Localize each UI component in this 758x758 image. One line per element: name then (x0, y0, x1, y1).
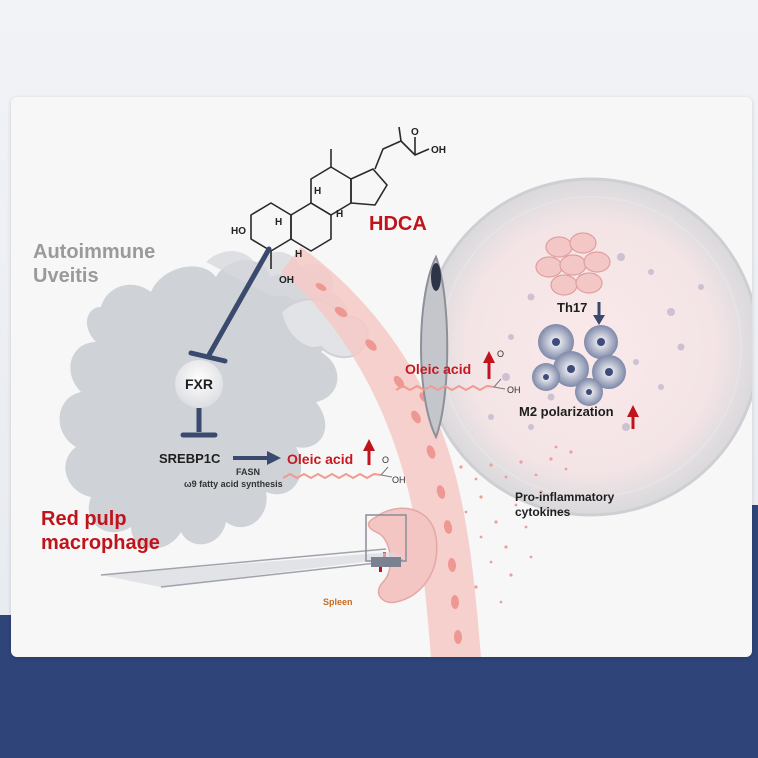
pro-inflammatory-line-1: Pro-inflammatory (515, 490, 615, 504)
zoom-callout (101, 552, 403, 587)
hdca-fxr-inhibition-line (206, 246, 272, 358)
th17-label: Th17 (557, 300, 588, 315)
autoimmune-line-2: Uveitis (33, 265, 99, 287)
red-pulp-macrophage-label: Red pulp macrophage (41, 507, 160, 555)
hdca-label: HDCA (369, 213, 427, 235)
eye-acid-oh: OH (507, 385, 521, 395)
th17-cell-cluster (535, 232, 611, 296)
hdca-hydroxyl-oh-low: OH (279, 275, 294, 286)
hdca-hydrogen-4: H (295, 249, 302, 260)
cytokine-dots (459, 445, 573, 604)
macrophage-oleic-up-arrowhead (363, 439, 375, 451)
red-pulp-line-1: Red pulp (41, 508, 127, 530)
srebp-oleic-arrowhead (267, 451, 281, 465)
zoom-line-bottom (160, 559, 404, 588)
oleic-acid-eye-label: Oleic acid (405, 361, 472, 377)
diagram-canvas: HO OH OH O H H H H (59, 126, 752, 657)
hdca-hydroxyl-oh-acid: OH (431, 145, 446, 156)
eye-lens (420, 254, 449, 440)
eye-acid-bonds (493, 378, 506, 390)
macrophage-acid-bonds (380, 466, 393, 478)
red-pulp-line-2: macrophage (41, 532, 160, 554)
srebp1c-label: SREBP1C (159, 451, 221, 466)
th17-arrowhead (593, 315, 605, 325)
oleic-chain-eye (395, 384, 495, 392)
vessel-cells (315, 283, 463, 644)
hdca-molecule (250, 126, 430, 269)
hdca-fxr-inhibition-bar (188, 350, 228, 364)
autoimmune-line-1: Autoimmune (33, 241, 156, 263)
hdca-hydroxyl-ho: HO (231, 226, 246, 237)
fxr-node (175, 360, 223, 408)
fasn-label: FASN (236, 467, 261, 477)
hdca-hydrogen-1: H (275, 217, 282, 228)
eye-oleic-up-arrowhead (483, 351, 495, 363)
oleic-chain-macrophage (282, 472, 382, 480)
m2-polarization-label: M2 polarization (519, 404, 614, 419)
fatty-acid-synthesis-label: ω9 fatty acid synthesis (184, 479, 283, 489)
m2-up-arrowhead (627, 405, 639, 417)
hdca-oxygen: O (411, 127, 419, 138)
figure-card: HO OH OH O H H H H (11, 97, 752, 657)
autoimmune-uveitis-label: Autoimmune Uveitis (33, 240, 155, 288)
fxr-label: FXR (185, 376, 213, 392)
zoom-pointer (371, 557, 401, 567)
spleen-label: Spleen (323, 597, 353, 607)
m2-cell-cluster (532, 324, 626, 406)
oleic-acid-macrophage-label: Oleic acid (287, 451, 354, 467)
hdca-hydrogen-2: H (314, 186, 321, 197)
eye-pupil (431, 263, 441, 291)
hdca-hydrogen-3: H (336, 209, 343, 220)
hdca-atoms: HO OH OH O H H H H (231, 127, 446, 286)
pro-inflammatory-line-2: cytokines (515, 505, 571, 519)
eye-acid-o: O (497, 349, 505, 359)
zoom-line-top (100, 548, 387, 576)
pro-inflammatory-label: Pro-inflammatory cytokines (515, 490, 614, 520)
spleen (367, 507, 438, 604)
macrophage-acid-oh: OH (392, 475, 406, 485)
macrophage-acid-o: O (382, 455, 390, 465)
